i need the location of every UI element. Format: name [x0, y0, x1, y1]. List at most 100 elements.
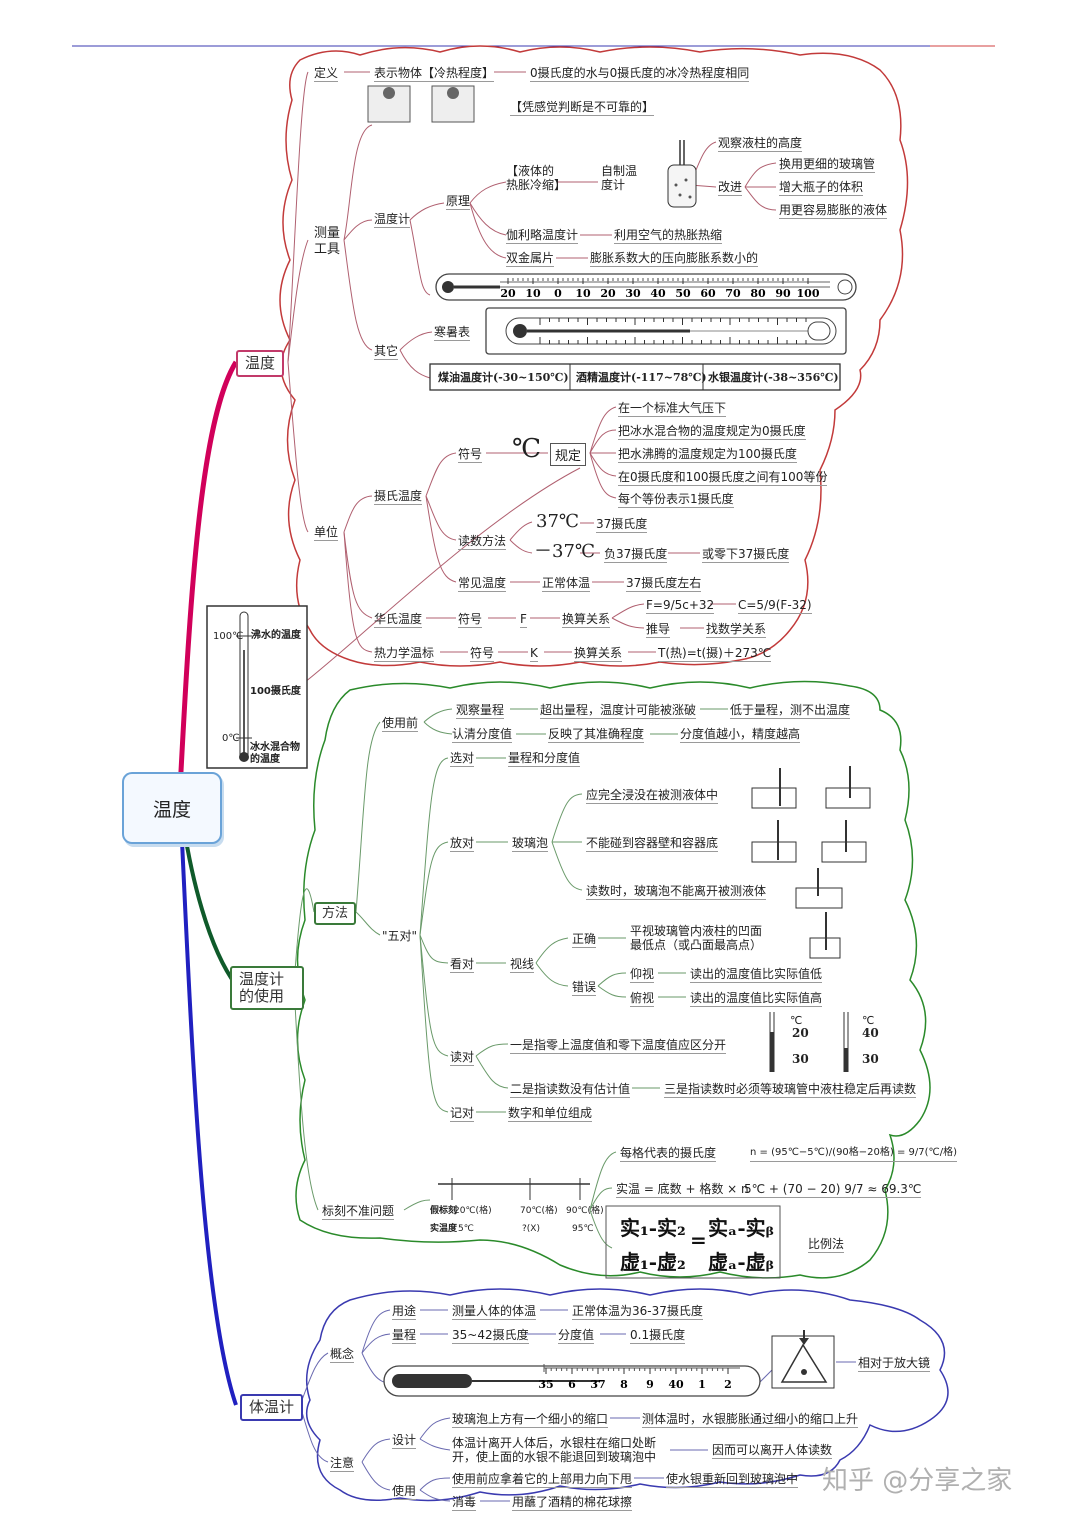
hanshu-ticks [539, 318, 807, 344]
improve-3: 用更容易膨胀的液体 [779, 203, 888, 219]
scale-thermometer-drawing [435, 273, 857, 301]
ratio-top-2: 实ₐ-实ᵦ [708, 1216, 774, 1240]
mercury-thermometer: 水银温度计(-38~356℃) [708, 371, 839, 384]
method-node[interactable]: 方法 [314, 902, 357, 925]
use-1: 使用前应拿着它的上部用力向下甩 [452, 1472, 633, 1488]
range-2: 低于量程，测不出温度 [730, 703, 851, 719]
disinfect-1: 用蘸了酒精的棉花球擦 [512, 1495, 633, 1511]
five-rights: "五对" [382, 929, 418, 943]
division-1: 反映了其准确程度 [548, 727, 645, 743]
rule-box: 规定 [550, 443, 587, 466]
def-text2: 0摄氏度的水与0摄氏度的冰冷热程度相同 [530, 66, 750, 82]
kelvin: 热力学温标 [374, 646, 435, 662]
body-temp-value: 37摄氏度左右 [626, 576, 702, 592]
scale-tick-label-8: 60 [700, 287, 716, 300]
body-tick-label-3: 8 [620, 1378, 628, 1391]
design-4: 因而可以离开人体读数 [712, 1443, 833, 1459]
look-down: 俯视 [630, 991, 655, 1007]
observe-range: 观察量程 [456, 703, 505, 719]
side-0: 0℃ [222, 733, 240, 744]
body-temp: 正常体温 [542, 576, 591, 592]
body-tick-label-5: 40 [668, 1378, 684, 1391]
root-label: 温度 [152, 798, 191, 821]
scale-tick-label-0: 20 [500, 287, 516, 300]
category-thermometer-use[interactable]: 温度计的使用 [230, 966, 304, 1010]
read-thermometers-drawing [769, 1012, 849, 1072]
improve-1: 换用更细的玻璃管 [779, 157, 876, 173]
tool-label: 测量工具 [314, 226, 341, 257]
f-derive-desc: 找数学关系 [706, 622, 767, 638]
real-temp-formula: 实温 = 底数 + 格数 × n [616, 1182, 749, 1198]
celsius: 摄氏温度 [374, 489, 423, 505]
real-x: ?(X) [522, 1224, 540, 1234]
unit-label: 单位 [314, 525, 339, 541]
scale-tick-label-12: 100 [797, 287, 820, 300]
f-symbol: F [520, 612, 527, 628]
scale-30b: 30 [862, 1052, 879, 1066]
scale-20: 20 [792, 1026, 809, 1040]
inaccurate-scale-drawing [438, 1178, 590, 1200]
inaccurate-scale: 标刻不准问题 [322, 1204, 395, 1220]
ratio-equals: = [690, 1228, 707, 1252]
range-1: 35~42摄氏度 [452, 1328, 529, 1344]
look-right: 看对 [450, 957, 475, 973]
ratio-method: 比例法 [808, 1237, 845, 1253]
scale-tick-label-6: 40 [650, 287, 666, 300]
division: 认清分度值 [452, 727, 513, 743]
sight: 视线 [510, 957, 535, 973]
wrong: 错误 [572, 980, 597, 996]
usage-1: 测量人体的体温 [452, 1304, 537, 1320]
scale-tick-label-9: 70 [725, 287, 741, 300]
common-temp: 常见温度 [458, 576, 507, 592]
bottle-drawing [667, 140, 697, 208]
body-tick-label-4: 9 [646, 1378, 654, 1391]
select-right: 选对 [450, 751, 475, 767]
magnifier-desc: 相对于放大镜 [858, 1356, 931, 1372]
category-temperature[interactable]: 温度 [236, 350, 285, 377]
fake-70: 70℃(格) [520, 1206, 558, 1216]
correct: 正确 [572, 932, 597, 948]
before-use: 使用前 [382, 716, 419, 732]
usage-2: 正常体温为36-37摄氏度 [572, 1304, 703, 1320]
def-label: 定义 [314, 66, 339, 82]
scale-40: 40 [862, 1026, 879, 1040]
read-37-text: 37摄氏度 [596, 517, 648, 533]
galileo: 伽利略温度计 [506, 228, 579, 244]
f-derive: 推导 [646, 622, 671, 638]
usage: 用途 [392, 1304, 417, 1320]
design-1: 玻璃泡上方有一个细小的缩口 [452, 1412, 609, 1428]
rule-3: 把水沸腾的温度规定为100摄氏度 [618, 447, 797, 463]
bimetal-desc: 膨胀系数大的压向膨胀系数小的 [590, 251, 759, 267]
rule-1: 在一个标准大气压下 [618, 401, 727, 417]
real-5: 5℃ [458, 1224, 474, 1234]
scale-tick-label-2: 0 [554, 287, 562, 300]
body-tick-label-7: 2 [724, 1378, 732, 1391]
real-temp-row: 实温度 [430, 1224, 458, 1234]
real-temp-calc: 5℃ + (70 − 20) 9/7 ≈ 69.3℃ [744, 1182, 922, 1198]
k-symbol-label: 符号 [470, 646, 495, 662]
scale-tick-label-4: 20 [600, 287, 616, 300]
read-1: 一是指零上温度值和零下温度值应区分开 [510, 1038, 727, 1054]
select-right-1: 量程和分度值 [508, 751, 581, 767]
use-2: 使水银重新回到玻璃泡中 [666, 1472, 799, 1488]
read-method: 读数方法 [458, 534, 507, 550]
f-formula-1: F=9/5c+32 [646, 598, 715, 614]
improve: 改进 [718, 180, 743, 196]
read-right: 读对 [450, 1050, 475, 1066]
category-clinical-thermometer[interactable]: 体温计 [240, 1394, 304, 1421]
side-ice: 冰水混合物的温度 [250, 742, 300, 765]
read-minus-37: －37℃ [534, 541, 596, 562]
side-mid: 100摄氏度 [250, 686, 301, 697]
f-symbol-label: 符号 [458, 612, 483, 628]
side-100: 100℃ [213, 631, 244, 642]
design: 设计 [392, 1433, 417, 1449]
read-3: 三是指读数时必须等玻璃管中液柱稳定后再读数 [664, 1082, 917, 1098]
root-node[interactable]: 温度 [122, 772, 222, 844]
cloud-outline-green [295, 680, 931, 1279]
fake-20: 20℃(格) [454, 1206, 492, 1216]
body-tick-label-1: 6 [568, 1378, 576, 1391]
look-up: 仰视 [630, 967, 655, 983]
